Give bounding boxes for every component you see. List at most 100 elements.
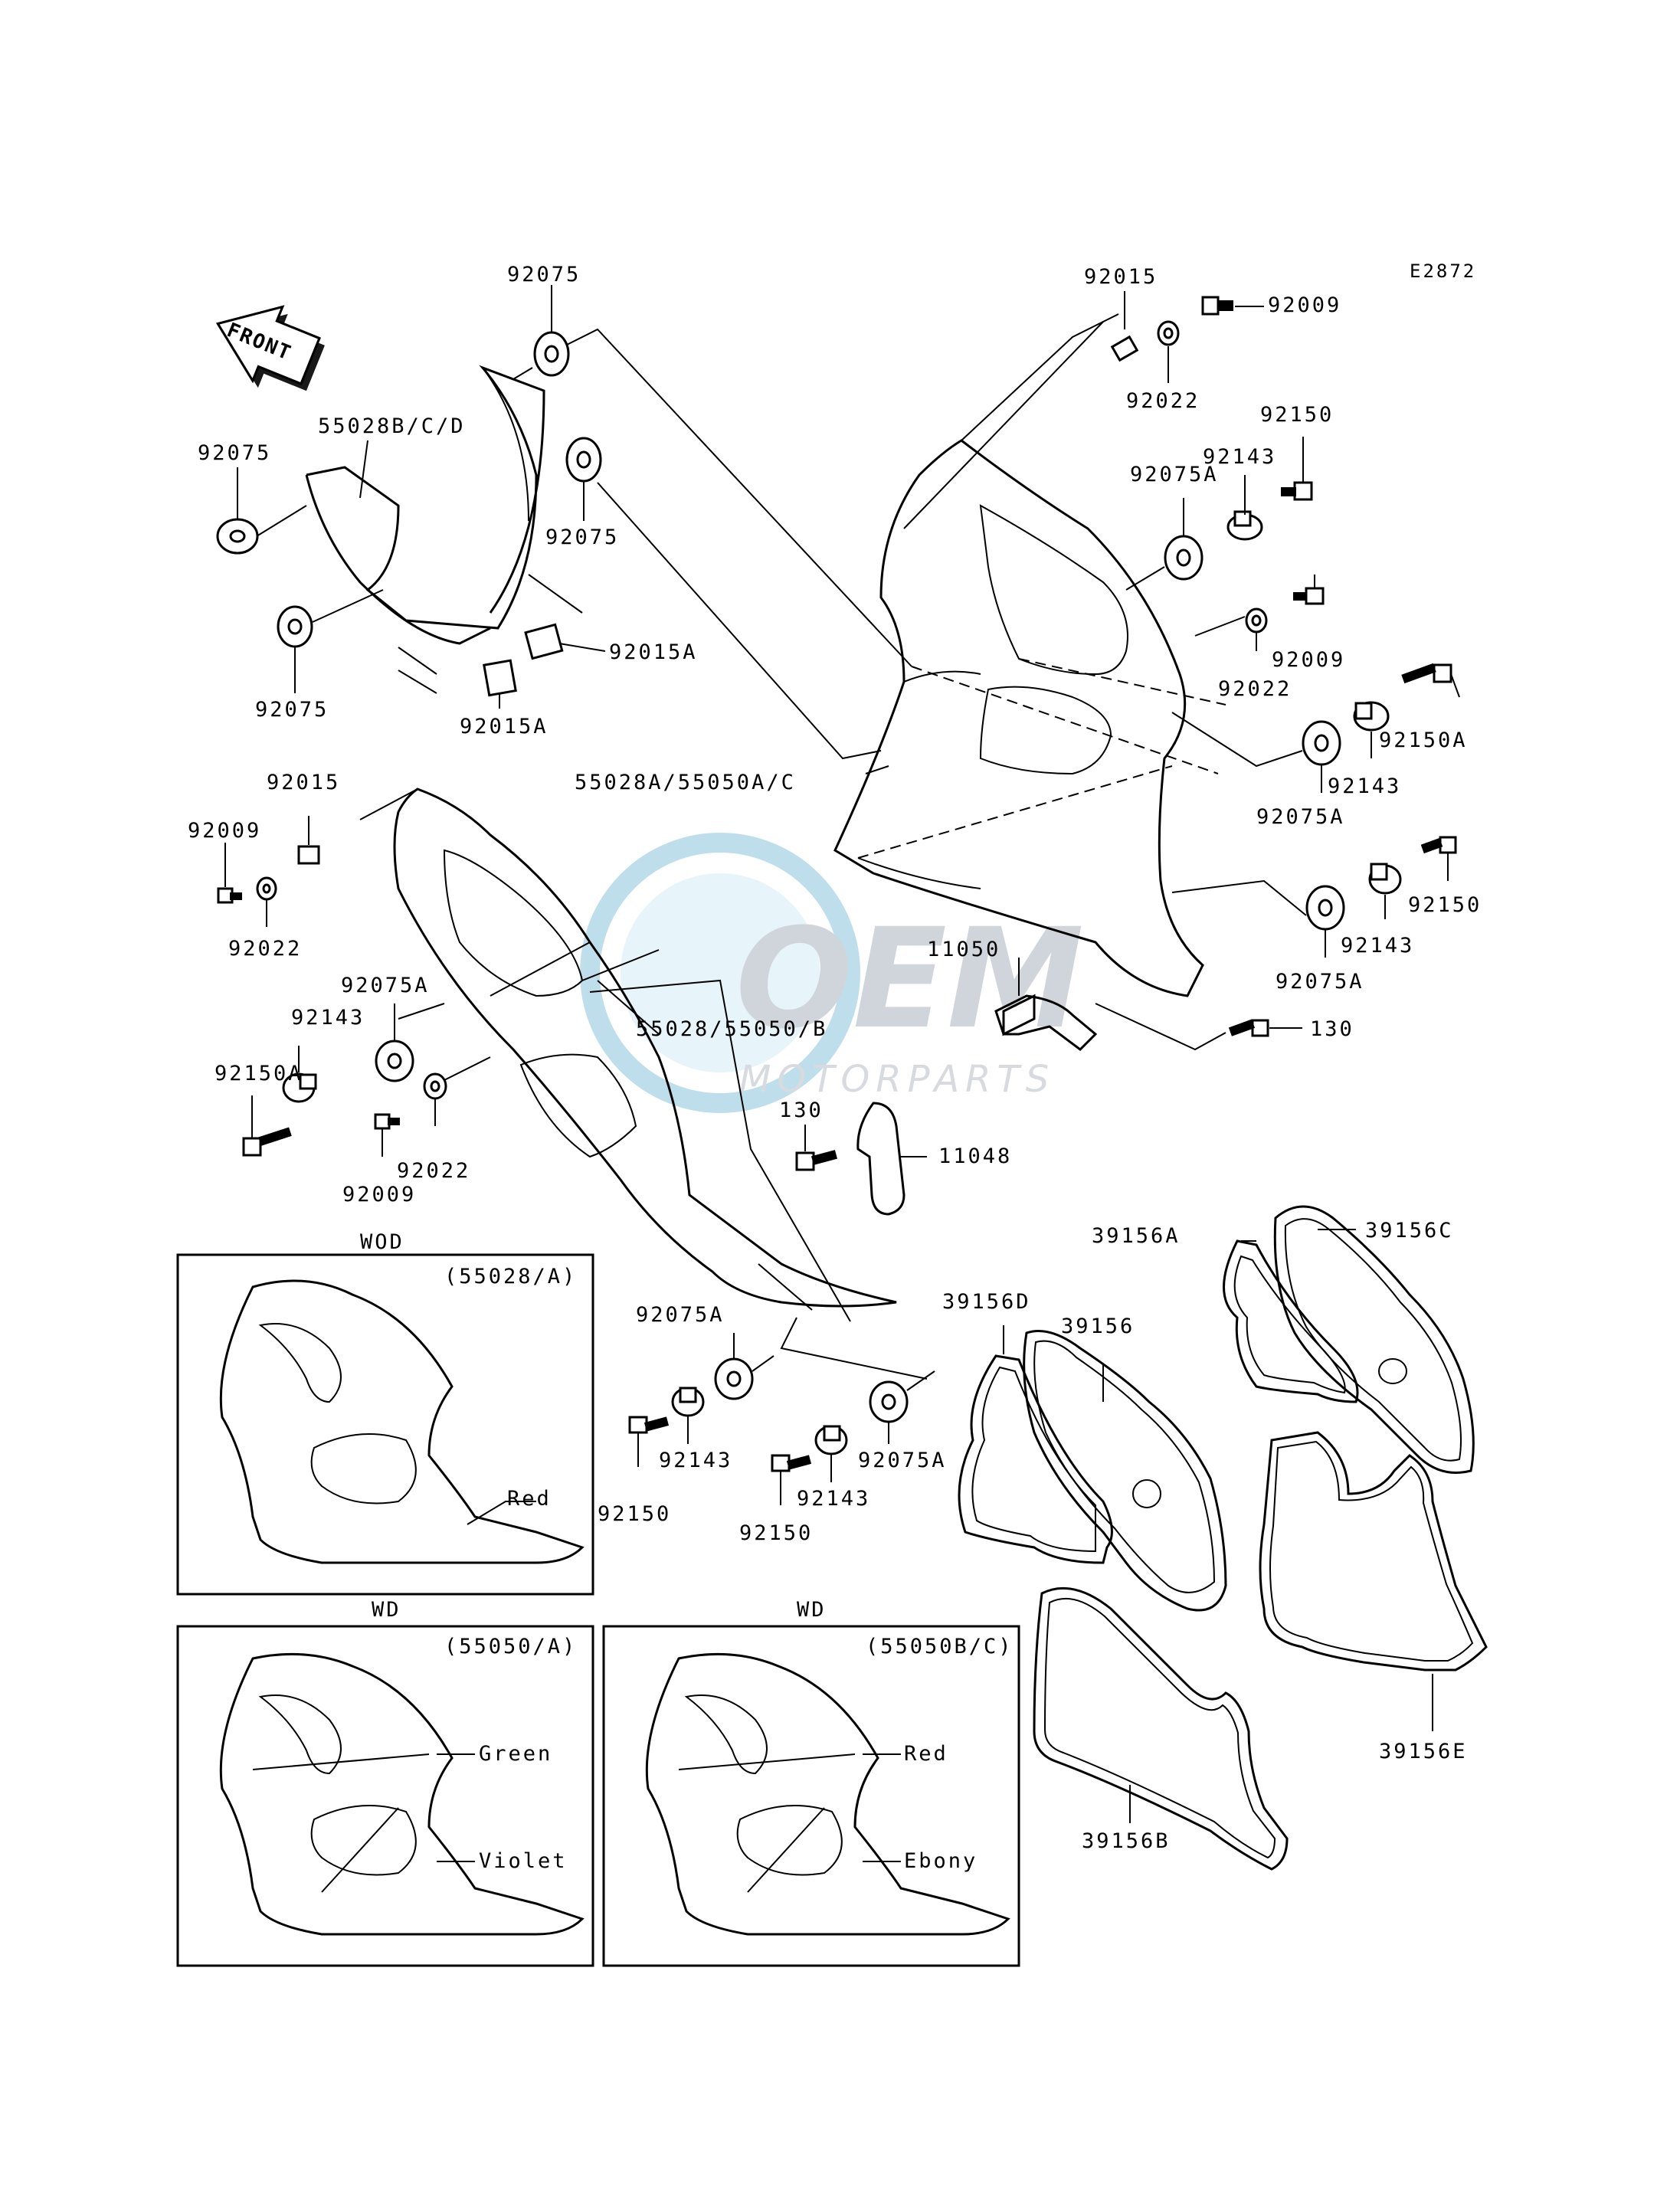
bolt-92009-mid xyxy=(1293,587,1325,605)
inset-2-heading: WD xyxy=(372,1598,401,1622)
callout-92143-bottom2: 92143 xyxy=(797,1487,870,1511)
grommet-92075a-left xyxy=(375,1040,414,1082)
grommet-92075-top xyxy=(533,331,570,377)
callout-92075a-top: 92075A xyxy=(1130,463,1219,486)
washer-92022-top xyxy=(1157,320,1180,346)
callout-39156b: 39156B xyxy=(1082,1829,1171,1853)
bolt-92150-top xyxy=(1281,481,1313,501)
callout-92150-right2: 92150 xyxy=(1408,893,1482,917)
inset-55050a xyxy=(176,1625,594,1967)
callout-130-right: 130 xyxy=(1310,1017,1354,1041)
inset-2-color-2: Violet xyxy=(479,1849,568,1873)
callout-92143-left: 92143 xyxy=(291,1006,365,1030)
callout-92009-mid: 92009 xyxy=(1272,648,1345,672)
inset-3-color-2: Ebony xyxy=(904,1849,978,1873)
callout-92150-top: 92150 xyxy=(1260,403,1334,427)
bolt-92009-left2 xyxy=(374,1113,400,1130)
callout-92022-left2: 92022 xyxy=(397,1159,470,1183)
inset-2-part: (55050/A) xyxy=(444,1635,577,1658)
callout-92143-right2: 92143 xyxy=(1341,934,1414,958)
callout-39156d: 39156D xyxy=(942,1290,1031,1314)
bolt-92009-left xyxy=(217,887,242,904)
callout-92075a-right1: 92075A xyxy=(1256,805,1345,829)
collar-92143-right1 xyxy=(1353,701,1390,732)
bolt-92150a-right xyxy=(1401,663,1452,684)
callout-92015a-1: 92015A xyxy=(609,640,698,664)
washer-92022-mid xyxy=(1245,607,1268,634)
callout-92075-low: 92075 xyxy=(255,698,329,722)
callout-39156: 39156 xyxy=(1061,1315,1135,1338)
inset-2-color-1: Green xyxy=(479,1742,552,1766)
grommet-92075-mid xyxy=(565,437,602,483)
callout-92150a-left: 92150A xyxy=(215,1062,303,1085)
callout-55028-55050b: 55028/55050/B xyxy=(636,1017,827,1041)
diagram-code: E2872 xyxy=(1410,260,1476,282)
callout-92075a-right2: 92075A xyxy=(1276,970,1364,994)
collar-92143-right2 xyxy=(1368,863,1402,895)
grommet-92075a-top xyxy=(1164,535,1204,581)
fairing-right-main xyxy=(833,439,1204,997)
callout-92009-left: 92009 xyxy=(188,819,261,843)
bolt-92150-bottom1 xyxy=(628,1416,670,1434)
watermark: OEM MOTORPARTS xyxy=(580,833,1084,1113)
bolt-130-right xyxy=(1228,1019,1269,1037)
inset-55050bc xyxy=(602,1625,1020,1967)
bolt-92150-bottom2 xyxy=(771,1454,812,1472)
callout-39156a: 39156A xyxy=(1092,1224,1181,1248)
callout-92075-mid: 92075 xyxy=(545,526,619,549)
callout-92022-left: 92022 xyxy=(228,937,302,961)
callout-92143-top: 92143 xyxy=(1203,445,1276,469)
inset-1-part: (55028/A) xyxy=(444,1265,577,1288)
watermark-subtitle: MOTORPARTS xyxy=(739,1058,1055,1101)
callout-92075-top: 92075 xyxy=(507,263,581,286)
clip-92015a-1 xyxy=(524,623,564,660)
callout-92075a-left: 92075A xyxy=(341,974,430,997)
shield-39156a xyxy=(1223,1239,1359,1403)
callout-92075a-bottom1: 92075A xyxy=(636,1303,725,1327)
clip-92015a-2 xyxy=(483,659,517,697)
callout-92022-top: 92022 xyxy=(1126,389,1200,413)
callout-39156e: 39156E xyxy=(1379,1740,1468,1763)
callout-92143-bottom1: 92143 xyxy=(659,1449,732,1472)
callout-92015-top: 92015 xyxy=(1084,265,1158,289)
callout-92143-right1: 92143 xyxy=(1328,774,1401,798)
bolt-92150-right2 xyxy=(1420,836,1457,854)
inset-3-part: (55050B/C) xyxy=(866,1635,1014,1658)
callout-92015-left: 92015 xyxy=(267,771,340,794)
inner-cowl-upper xyxy=(305,365,545,645)
fairing-left-main xyxy=(393,787,897,1308)
washer-92022-left xyxy=(256,876,277,901)
watermark-globe-icon xyxy=(580,833,860,1113)
callout-92150-bottom2: 92150 xyxy=(739,1521,813,1545)
bolt-92150a-left xyxy=(242,1127,292,1157)
grommet-92075a-bottom2 xyxy=(869,1380,909,1423)
callout-130-mid: 130 xyxy=(779,1098,824,1122)
callout-92075-left: 92075 xyxy=(198,441,271,465)
inset-55028a xyxy=(176,1253,594,1596)
grommet-92075a-bottom1 xyxy=(714,1357,754,1400)
inset-1-heading: WOD xyxy=(360,1230,404,1254)
collar-92143-bottom2 xyxy=(814,1425,848,1455)
bolt-130-mid xyxy=(795,1150,838,1171)
shield-39156c xyxy=(1273,1205,1475,1474)
front-arrow-icon: FRONT xyxy=(216,305,325,391)
shield-39156e xyxy=(1259,1431,1488,1671)
callout-55028a: 55028A/55050A/C xyxy=(575,771,796,794)
callout-92150a-right: 92150A xyxy=(1379,729,1468,752)
collar-92143-left xyxy=(282,1072,317,1103)
callout-11048: 11048 xyxy=(938,1144,1012,1168)
grommet-92075a-right2 xyxy=(1305,885,1345,931)
callout-55028bcd: 55028B/C/D xyxy=(318,414,466,438)
bracket-11050 xyxy=(994,958,1098,1051)
washer-92022-left2 xyxy=(423,1072,447,1100)
callout-92009-top: 92009 xyxy=(1268,293,1341,317)
inset-3-heading: WD xyxy=(797,1598,827,1622)
callout-92009-left2: 92009 xyxy=(342,1183,416,1207)
collar-92143-top xyxy=(1226,510,1263,541)
shield-39156 xyxy=(1023,1330,1227,1612)
callout-92022-mid: 92022 xyxy=(1218,677,1292,701)
grommet-92075-low xyxy=(277,605,313,648)
shield-39156b xyxy=(1033,1586,1289,1871)
callout-92075a-bottom2: 92075A xyxy=(858,1449,947,1472)
